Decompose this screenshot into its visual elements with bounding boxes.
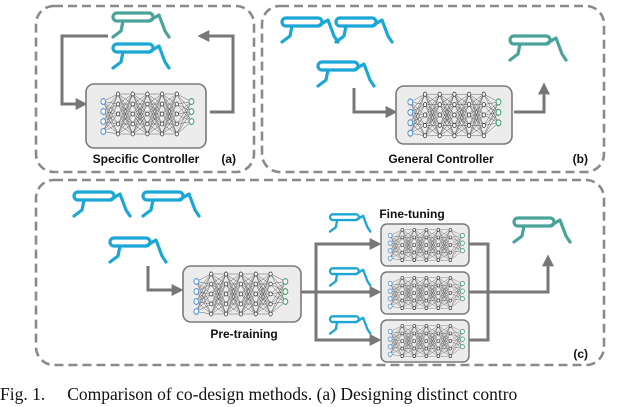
pretraining-label: Pre-training (210, 327, 277, 341)
panel-a-robots (108, 11, 173, 73)
panel-a-tag: (a) (221, 152, 236, 166)
robot-blue-icon (327, 315, 374, 337)
arrow-branch-top (301, 238, 382, 294)
robot-blue-icon (278, 16, 342, 47)
arrow-branch-bottom (314, 292, 382, 346)
robot-blue-icon (327, 267, 374, 289)
arrow-b-in (352, 88, 398, 118)
robot-blue-icon (327, 213, 374, 235)
co-design-diagram: Specific Controller (a) General Controll… (34, 4, 606, 367)
caption-text: Comparison of co-design methods. (a) Des… (67, 384, 518, 404)
finetuning-label: Fine-tuning (379, 207, 444, 221)
panel-a-border (34, 4, 256, 174)
robot-green-icon (510, 216, 575, 246)
robot-blue-icon (105, 236, 170, 266)
arrow-c-in (146, 266, 184, 296)
robot-blue-icon (314, 60, 378, 91)
arrow-a-in (60, 34, 108, 110)
arrow-merge (469, 242, 550, 342)
arrow-a-out (197, 30, 235, 114)
robot-blue-icon (139, 190, 203, 220)
figure-number: Fig. 1. (0, 384, 46, 404)
robot-green-icon (506, 34, 571, 65)
arrow-b-out (514, 82, 550, 114)
specific-controller-label: Specific Controller (93, 152, 200, 166)
robot-blue-icon (332, 16, 396, 47)
robot-green-icon (108, 11, 173, 42)
figure-caption: Fig. 1. Comparison of co-design methods. … (0, 384, 640, 405)
panel-b-robots (278, 16, 571, 91)
panel-b-border (260, 4, 606, 174)
robot-blue-icon (108, 42, 173, 73)
robot-blue-icon (69, 190, 134, 220)
panel-b-tag: (b) (573, 152, 588, 166)
panel-c-tag: (c) (573, 347, 588, 361)
panel-c-border (34, 178, 606, 367)
general-controller-label: General Controller (388, 152, 494, 166)
panel-c-robots (69, 190, 575, 337)
